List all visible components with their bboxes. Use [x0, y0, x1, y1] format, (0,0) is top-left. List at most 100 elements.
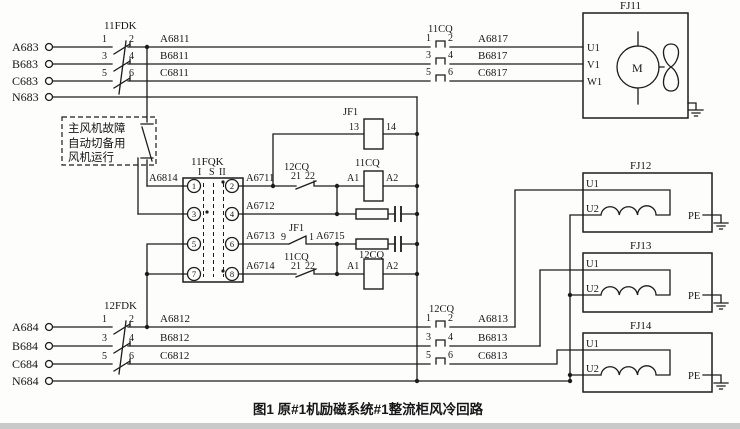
terminal-circle — [44, 59, 54, 69]
fdk-contact-num: 2 — [129, 314, 134, 325]
fj14-label: FJ14 — [630, 320, 652, 332]
junction-dot — [334, 241, 340, 247]
fj13-terminal-u2: U2 — [586, 284, 599, 295]
nc-terminal: 22 — [305, 261, 315, 272]
junction-dot — [270, 183, 276, 189]
junction-dot — [334, 183, 340, 189]
contactor-label: 12CQ — [429, 304, 455, 315]
ground-symbol — [687, 102, 704, 117]
scan-edge-strip — [0, 423, 740, 429]
cq-contact-num: 3 — [426, 332, 431, 343]
fdk-contact-num: 5 — [102, 68, 107, 79]
junction-dot — [567, 292, 573, 298]
wire-c6812: C6812 — [160, 350, 189, 362]
control-circuit-group: A6711 A6712 A6713 A6714 12CQ 21 22 11CQ … — [237, 96, 420, 384]
selector-contact — [186, 266, 202, 282]
contact-symbols — [435, 40, 584, 82]
cq-contact-num: 3 — [426, 50, 431, 61]
contactor-coil-12cq — [363, 258, 384, 290]
fan-fj14-group: FJ14 U1 U2 PE — [582, 320, 729, 393]
fdk-contact-num: 1 — [102, 34, 107, 45]
fj13-pe-label: PE — [688, 291, 700, 302]
selector-11fqk-group: 11FQK I S II 1 2 3 4 5 6 7 8 A6814 — [137, 156, 244, 330]
fj11-terminal-u1: U1 — [587, 43, 600, 54]
junction-dot — [144, 44, 150, 50]
fj11-box — [582, 12, 689, 119]
fj12-terminal-u1: U1 — [586, 179, 599, 190]
position-dot — [205, 210, 209, 214]
resistor-symbol — [355, 208, 389, 220]
selector-contact-num: 1 — [192, 181, 196, 191]
figure-caption: 图1 原#1机励磁系统#1整流柜风冷回路 — [253, 401, 484, 417]
position-dot — [221, 180, 225, 184]
ground-symbol — [702, 294, 729, 310]
riser-wiring — [514, 189, 584, 382]
wire-c6813: C6813 — [478, 350, 508, 362]
contactor-12cq-contacts-group: 12CQ 1 2 3 4 5 6 A6813 B6813 C6813 — [426, 304, 584, 365]
terminal-b684: B684 — [12, 339, 38, 353]
supply1-group: A683 B683 C683 N683 11FDK 1 2 3 4 5 6 A6… — [12, 20, 431, 104]
capacitor-symbol — [394, 206, 402, 252]
fj12-label: FJ12 — [630, 160, 651, 172]
junction-dot — [567, 378, 573, 384]
wire-a6813: A6813 — [478, 313, 508, 325]
fj14-pe-label: PE — [688, 371, 700, 382]
selector-contact-num: 4 — [230, 209, 235, 219]
fj11-label: FJ11 — [620, 0, 641, 12]
selector-contact — [186, 178, 202, 194]
jf1-contact-terminal: 9 — [281, 232, 286, 243]
terminal-circle — [44, 376, 54, 386]
cq-contact-num: 4 — [448, 332, 453, 343]
selector-pos-2: II — [219, 167, 226, 178]
fdk-contact-num: 1 — [102, 314, 107, 325]
junction-dot — [334, 271, 340, 277]
junction-dot — [414, 183, 420, 189]
relay-coil-jf1 — [363, 118, 384, 150]
junction-dot — [334, 211, 340, 217]
fj14-terminal-u2: U2 — [586, 364, 599, 375]
supply1-wiring — [52, 40, 431, 98]
fan-fj12-group: FJ12 U1 U2 PE — [582, 160, 729, 233]
terminal-n683: N683 — [12, 90, 39, 104]
wire-b6813: B6813 — [478, 332, 508, 344]
fan-fj13-group: FJ13 U1 U2 PE — [582, 240, 729, 313]
fj13-box — [582, 252, 713, 313]
junction-dot — [567, 372, 573, 378]
cq-contact-num: 5 — [426, 67, 431, 78]
contactor-coil-11cq — [363, 170, 384, 202]
selector-contact-num: 7 — [192, 269, 196, 279]
nc-terminal: 22 — [305, 171, 315, 182]
jf1-terminal-13: 13 — [349, 122, 359, 133]
cq-contact-num: 1 — [426, 33, 431, 44]
motor-letter: M — [632, 61, 643, 75]
wire-c6811: C6811 — [160, 67, 189, 79]
cq-contact-num: 4 — [448, 50, 453, 61]
junction-dot — [144, 271, 150, 277]
contact-symbols — [435, 320, 584, 365]
wire-a6817: A6817 — [478, 33, 508, 45]
jf1-contact-terminal: 1 — [309, 232, 314, 243]
changeover-contact-symbol — [137, 48, 154, 215]
fj12-inner-wiring — [582, 189, 671, 216]
contactor-label: 11CQ — [428, 24, 453, 35]
terminal-circle — [44, 322, 54, 332]
resistor-symbol — [355, 238, 389, 250]
fj14-terminal-u1: U1 — [586, 339, 599, 350]
nc-terminal: 21 — [291, 171, 301, 182]
selector-contact-num: 2 — [230, 181, 234, 191]
terminal-circle — [44, 359, 54, 369]
junction-dot — [414, 271, 420, 277]
fdk-contact-num: 5 — [102, 351, 107, 362]
selector-contact — [186, 236, 202, 252]
coil-terminal-a1: A1 — [347, 173, 359, 184]
riser-wires-group — [514, 189, 584, 384]
selector-pos-1: I — [198, 167, 201, 178]
selector-contact — [186, 206, 202, 222]
annotation-group: 主风机故障 自动切备用 风机运行 — [61, 48, 157, 215]
fan-blade-icon — [662, 43, 680, 92]
terminal-c684: C684 — [12, 357, 38, 371]
jf1-terminal-14: 14 — [386, 122, 396, 133]
cq-contact-num: 1 — [426, 313, 431, 324]
wire-a6715: A6715 — [316, 231, 345, 242]
coil-terminal-a2: A2 — [386, 173, 398, 184]
